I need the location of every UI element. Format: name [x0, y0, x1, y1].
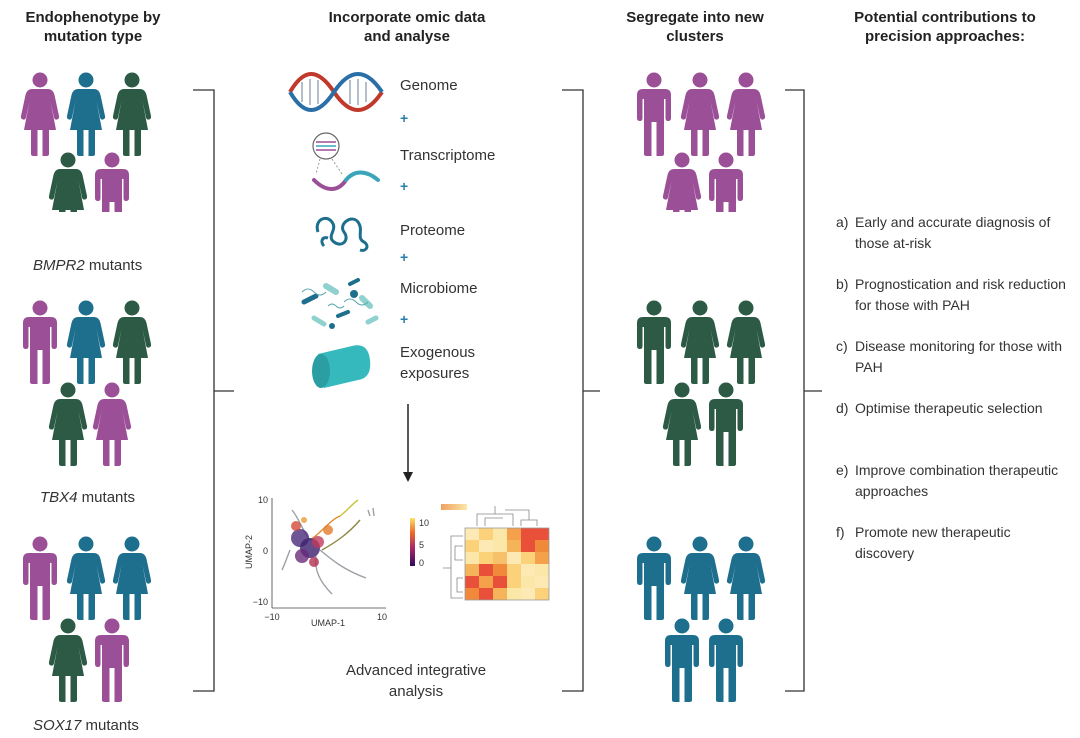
bracket-1 [193, 89, 234, 692]
col2-header: Incorporate omic data and analyse [328, 9, 486, 45]
person-icon [112, 72, 152, 156]
person-icon [23, 300, 57, 384]
person-icon [680, 300, 720, 384]
col3-header: Segregate into new clusters [626, 9, 764, 45]
umap-ytick: 10 [258, 495, 268, 505]
umap-xlabel: UMAP-1 [311, 618, 345, 628]
sox17-people-group [23, 536, 152, 702]
heatmap-grid [465, 528, 549, 600]
sox17-label: SOX17 mutants [33, 717, 139, 734]
person-icon [48, 152, 88, 212]
person-icon [709, 152, 743, 212]
umap-ylabel: UMAP-2 [244, 535, 254, 569]
person-icon [112, 300, 152, 384]
bmpr2-label: BMPR2 mutants [33, 257, 143, 274]
umap-plot: 10 0 −10 −10 10 UMAP-1 UMAP-2 [244, 495, 387, 628]
omic-label-proteome: Proteome [400, 222, 466, 239]
cluster-green [637, 300, 766, 466]
person-icon [709, 618, 743, 702]
transcriptome-icon [312, 132, 380, 191]
colorbar-tick: 5 [419, 540, 424, 550]
umap-xtick: −10 [264, 612, 279, 622]
person-icon [66, 72, 106, 156]
heatmap-plot: 10 5 0 [410, 504, 550, 601]
col4-header: Potential contributions to precision app… [854, 9, 1036, 45]
contribution-item: d)Optimise therapeutic selection [836, 400, 1043, 416]
dna-helix-icon [288, 72, 384, 112]
contribution-item: a)Early and accurate diagnosis of those … [836, 214, 1051, 251]
cylinder-icon [312, 345, 371, 388]
person-icon [95, 152, 129, 212]
plus-sign: + [400, 249, 409, 265]
person-icon [95, 618, 129, 702]
analysis-label: Advanced integrative analysis [345, 662, 487, 700]
person-icon [66, 300, 106, 384]
tbx4-people-group [23, 300, 152, 466]
person-icon [23, 536, 57, 620]
cluster-purple [637, 72, 766, 212]
person-icon [726, 72, 766, 156]
umap-xtick: 10 [377, 612, 387, 622]
omic-label-exposures: Exogenous exposures [400, 344, 476, 382]
protein-icon [315, 216, 369, 252]
omic-label-genome: Genome [400, 77, 458, 94]
person-icon [48, 382, 88, 466]
omic-label-microbiome: Microbiome [400, 280, 478, 297]
person-icon [20, 72, 60, 156]
colorbar-tick: 0 [419, 558, 424, 568]
person-icon [680, 72, 720, 156]
person-icon [662, 382, 702, 466]
plus-sign: + [400, 110, 409, 126]
person-icon [637, 72, 671, 156]
microbe-icon [301, 278, 379, 329]
person-icon [66, 536, 106, 620]
bracket-3 [785, 89, 822, 692]
contribution-item: b)Prognostication and risk reduction for… [836, 276, 1066, 313]
person-icon [665, 618, 699, 702]
tbx4-label: TBX4 mutants [40, 489, 136, 506]
bracket-2 [562, 89, 600, 692]
colorbar-tick: 10 [419, 518, 429, 528]
person-icon [637, 300, 671, 384]
contribution-item: c)Disease monitoring for those with PAH [836, 338, 1062, 375]
person-icon [726, 536, 766, 620]
contribution-item: f)Promote new therapeutic discovery [836, 524, 1011, 561]
person-icon [662, 152, 702, 212]
person-icon [48, 618, 88, 702]
person-icon [637, 536, 671, 620]
col1-header: Endophenotype by mutation type [25, 9, 161, 45]
person-icon [726, 300, 766, 384]
plus-sign: + [400, 178, 409, 194]
person-icon [709, 382, 743, 466]
down-arrow-icon [403, 404, 413, 482]
plus-sign: + [400, 311, 409, 327]
person-icon [680, 536, 720, 620]
contribution-item: e)Improve combination therapeutic approa… [836, 462, 1059, 499]
cluster-teal [637, 536, 766, 702]
person-icon [112, 536, 152, 620]
person-icon [92, 382, 132, 466]
umap-ytick: −10 [253, 597, 268, 607]
omic-label-transcriptome: Transcriptome [400, 147, 496, 164]
umap-ytick: 0 [263, 546, 268, 556]
bmpr2-people-group [20, 72, 152, 212]
